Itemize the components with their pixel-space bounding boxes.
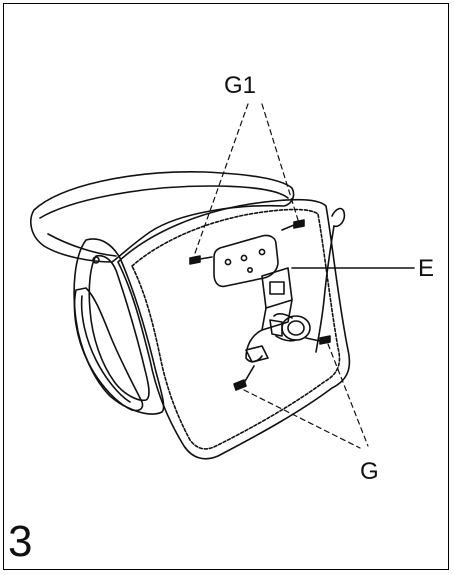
lower-bracket <box>245 345 269 363</box>
screw-g-right <box>305 335 331 345</box>
step-number: 3 <box>8 517 33 566</box>
label-g1: G1 <box>224 72 257 99</box>
backrest-shell <box>117 198 351 460</box>
lever-cable <box>315 207 346 353</box>
tension-knob <box>269 313 311 342</box>
label-g: G <box>360 458 379 485</box>
mounting-plate <box>213 234 279 288</box>
leader-lines-g <box>243 343 369 449</box>
label-e: E <box>418 255 435 282</box>
screw-g-left <box>233 365 255 391</box>
screw-g1-right <box>281 219 305 231</box>
diagram-frame <box>3 3 449 570</box>
armrest <box>73 287 144 412</box>
screw-g1-left <box>189 255 213 265</box>
leader-lines-g1 <box>193 103 299 257</box>
headrest-outline <box>30 171 295 263</box>
